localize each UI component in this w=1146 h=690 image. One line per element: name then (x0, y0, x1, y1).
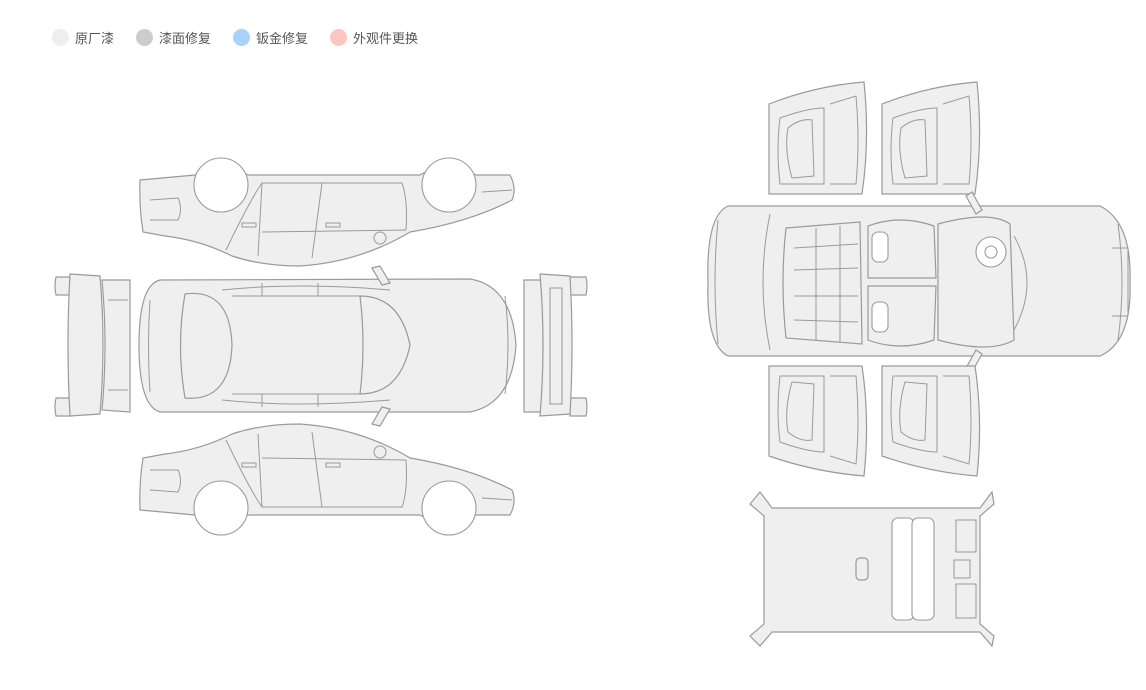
legend: 原厂漆 漆面修复 钣金修复 外观件更换 (52, 28, 440, 47)
legend-item-original-paint[interactable]: 原厂漆 (52, 28, 114, 47)
opened-mirror-upper[interactable] (965, 191, 983, 215)
upper-side-handle-rear (325, 222, 341, 228)
car-top-view (138, 265, 517, 427)
upper-side-wheel-front[interactable] (193, 157, 249, 213)
legend-label-original-paint: 原厂漆 (75, 32, 115, 47)
steering-wheel-hub (984, 245, 998, 259)
legend-item-paint-repair[interactable]: 漆面修复 (136, 28, 211, 47)
sunroof-rear[interactable] (911, 517, 935, 621)
legend-label-sheet-metal-repair: 钣金修复 (256, 32, 309, 47)
door-front-left[interactable] (768, 81, 868, 195)
legend-dot-paint-repair (136, 29, 154, 46)
car-rear-view (523, 273, 588, 417)
legend-label-paint-repair: 漆面修复 (159, 32, 212, 47)
opened-rear-seat[interactable] (782, 221, 863, 345)
upper-side-mirror (373, 231, 387, 245)
top-view-mirror-lower[interactable] (371, 406, 391, 427)
lower-side-handle-rear (325, 462, 341, 468)
legend-item-part-replacement[interactable]: 外观件更换 (330, 28, 418, 47)
front-bumper-bottom-tab[interactable] (54, 397, 73, 417)
opened-headrest-right (871, 301, 889, 333)
lower-side-wheel-rear[interactable] (421, 480, 477, 536)
legend-item-sheet-metal-repair[interactable]: 钣金修复 (233, 28, 308, 47)
top-view-mirror-upper[interactable] (371, 265, 391, 286)
roof-panel-view (749, 490, 995, 648)
door-rear-left[interactable] (881, 81, 981, 195)
legend-dot-original-paint (52, 29, 69, 46)
upper-side-handle-front (241, 222, 257, 228)
legend-label-part-replacement: 外观件更换 (353, 32, 419, 47)
car-side-view-lower (139, 423, 515, 536)
lower-side-mirror (373, 445, 387, 459)
doors-lower (768, 365, 981, 477)
rear-bumper[interactable] (539, 273, 573, 417)
door-front-right[interactable] (768, 365, 868, 477)
front-grille-panel[interactable] (101, 279, 131, 413)
lower-side-handle-front (241, 462, 257, 468)
top-view-windshield[interactable] (179, 292, 233, 399)
top-view-rear-window[interactable] (359, 295, 411, 395)
roof-console-bottom (955, 583, 977, 619)
rear-bumper-top-tab[interactable] (569, 276, 588, 296)
roof-console-top (955, 519, 977, 553)
car-opened-top-view (707, 191, 1131, 373)
upper-side-wheel-rear[interactable] (421, 157, 477, 213)
legend-dot-sheet-metal-repair (233, 29, 251, 46)
car-front-view (54, 273, 131, 417)
lower-side-wheel-front[interactable] (193, 480, 249, 536)
top-view-body[interactable] (138, 278, 517, 413)
roof-console-mid (953, 559, 971, 579)
opened-headrest-left (871, 231, 889, 263)
front-bumper[interactable] (67, 273, 104, 417)
opened-dashboard[interactable] (937, 216, 1015, 348)
door-rear-right[interactable] (881, 365, 981, 477)
rear-bumper-bottom-tab[interactable] (569, 397, 588, 417)
roof-dome-light[interactable] (855, 557, 869, 581)
doors-upper (768, 81, 981, 195)
sunroof-front[interactable] (891, 517, 915, 621)
legend-dot-part-replacement (330, 29, 348, 46)
car-side-view-upper (139, 157, 515, 267)
roof-panel[interactable] (749, 490, 995, 648)
